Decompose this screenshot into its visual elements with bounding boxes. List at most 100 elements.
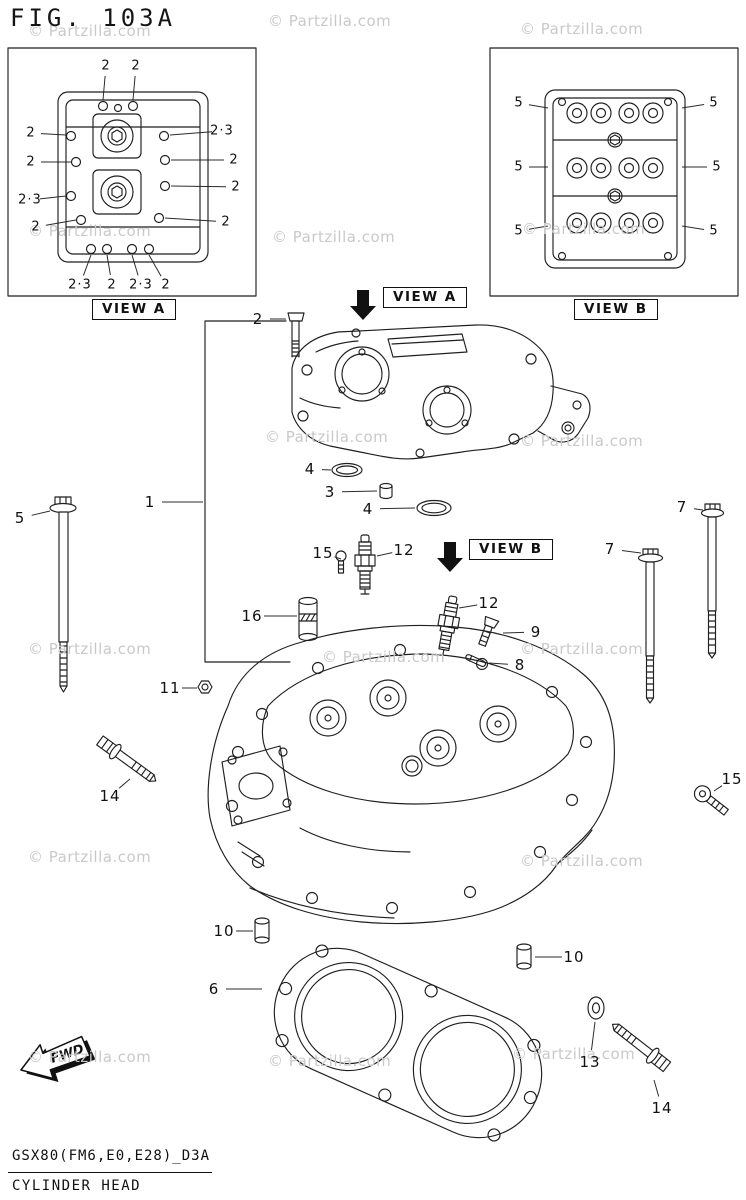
callout-leader-line: [713, 785, 723, 792]
bolt-2: [287, 312, 305, 358]
part-callout-15: 15: [312, 544, 334, 562]
partzilla-watermark: © Partzilla.com: [520, 852, 644, 870]
part-callout-13: 13: [579, 1053, 601, 1071]
diagram-code: GSX80(FM6,E0,E28)_D3A: [12, 1148, 211, 1164]
partzilla-watermark: © Partzilla.com: [512, 1045, 636, 1063]
callout-leader-line: [82, 254, 92, 276]
partzilla-watermark: © Partzilla.com: [520, 20, 644, 38]
part-callout-6: 6: [208, 980, 220, 998]
part-callout-3: 3: [324, 483, 336, 501]
part-callout-5: 5: [709, 223, 719, 239]
callout-leader-line: [102, 75, 106, 101]
part-callout-4: 4: [362, 500, 374, 518]
callout-leader-line: [681, 104, 705, 109]
view-b-inset-label: VIEW B: [574, 299, 658, 320]
part-callout-2: 2: [101, 58, 111, 74]
part-callout-2: 2: [107, 277, 117, 293]
part-callout-15: 15: [721, 770, 743, 788]
cylinder-head: [207, 624, 615, 925]
part-callout-10: 10: [563, 948, 585, 966]
bolt-14-left: [96, 735, 157, 782]
part-callout-10: 10: [213, 922, 235, 940]
part-callout-5: 5: [514, 95, 524, 111]
part-callout-2: 2: [221, 214, 231, 230]
part-callout-2-3: 2·3: [129, 277, 153, 293]
callout-leader-line: [31, 510, 51, 516]
figure-title: FIG. 103A: [10, 4, 177, 32]
part-callout-2: 2: [231, 179, 241, 195]
callout-leader-line: [376, 552, 393, 557]
part-callout-14: 14: [99, 787, 121, 805]
callout-leader-line: [591, 1021, 596, 1051]
part-callout-7: 7: [604, 540, 616, 558]
partzilla-watermark: © Partzilla.com: [522, 220, 646, 238]
washer-13: [587, 996, 605, 1020]
partzilla-watermark: © Partzilla.com: [520, 432, 644, 450]
part-callout-8: 8: [514, 656, 526, 674]
cylinder-head-cover: [291, 324, 591, 460]
view-a-inset-label: VIEW A: [92, 299, 176, 320]
callout-leader-line: [131, 254, 139, 276]
callout-leader-line: [45, 219, 77, 226]
callout-leader-line: [132, 75, 136, 101]
assembly-line-1: [204, 320, 291, 663]
callout-leader-line: [106, 254, 111, 276]
callout-leader-line: [334, 556, 342, 560]
o-ring-4-upper: [331, 462, 363, 478]
callout-leader-line: [118, 778, 131, 789]
partzilla-watermark: © Partzilla.com: [28, 1048, 152, 1066]
part-callout-1: 1: [144, 493, 156, 511]
part-callout-5: 5: [712, 159, 722, 175]
pin-8: [465, 654, 487, 668]
partzilla-watermark: © Partzilla.com: [322, 648, 446, 666]
screw-15-right: [693, 785, 729, 816]
part-callout-11: 11: [159, 679, 181, 697]
callout-leader-line: [379, 507, 416, 510]
part-callout-2: 2: [26, 125, 36, 141]
part-callout-2: 2: [161, 277, 171, 293]
part-callout-2: 2: [131, 58, 141, 74]
part-callout-2: 2: [229, 152, 239, 168]
partzilla-watermark: © Partzilla.com: [28, 22, 152, 40]
o-ring-4-lower: [416, 499, 452, 517]
callout-leader-line: [488, 662, 509, 665]
callout-leader-line: [653, 1079, 660, 1097]
spark-plug-12-upper: [354, 534, 376, 595]
part-callout-2: 2: [31, 219, 41, 235]
dowel-10-left: [254, 917, 270, 944]
partzilla-watermark: © Partzilla.com: [28, 222, 152, 240]
callout-leader-line: [341, 490, 378, 493]
callout-leader-line: [458, 604, 478, 609]
screw-15-upper: [335, 550, 347, 574]
part-callout-16: 16: [241, 607, 263, 625]
part-callout-2-3: 2·3: [68, 277, 92, 293]
partzilla-watermark: © Partzilla.com: [520, 640, 644, 658]
part-callout-14: 14: [651, 1099, 673, 1117]
part-callout-9: 9: [530, 623, 542, 641]
part-callout-5: 5: [514, 223, 524, 239]
inset-view-b: [489, 47, 739, 297]
bolt-14-right: [611, 1023, 672, 1073]
callout-leader-line: [40, 133, 67, 136]
bolt-7-b: [700, 503, 725, 659]
callout-leader-line: [681, 225, 705, 230]
dowel-10-right: [516, 943, 532, 970]
bolt-5: [49, 496, 77, 693]
bolt-9: [478, 615, 500, 647]
part-callout-2: 2: [26, 154, 36, 170]
view-b-arrow-label: VIEW B: [469, 539, 553, 560]
view-b-arrow-icon: [437, 542, 463, 572]
inset-view-a: [7, 47, 257, 297]
part-callout-4: 4: [304, 460, 316, 478]
callout-leader-line: [148, 254, 162, 277]
callout-leader-line: [169, 131, 213, 136]
part-callout-5: 5: [14, 509, 26, 527]
bolt-7-a: [637, 548, 664, 704]
part-callout-2-3: 2·3: [18, 192, 42, 208]
part-callout-5: 5: [709, 95, 719, 111]
diagram-title: CYLINDER HEAD: [12, 1178, 142, 1194]
partzilla-watermark: © Partzilla.com: [268, 1052, 392, 1070]
part-callout-2: 2: [252, 310, 264, 328]
